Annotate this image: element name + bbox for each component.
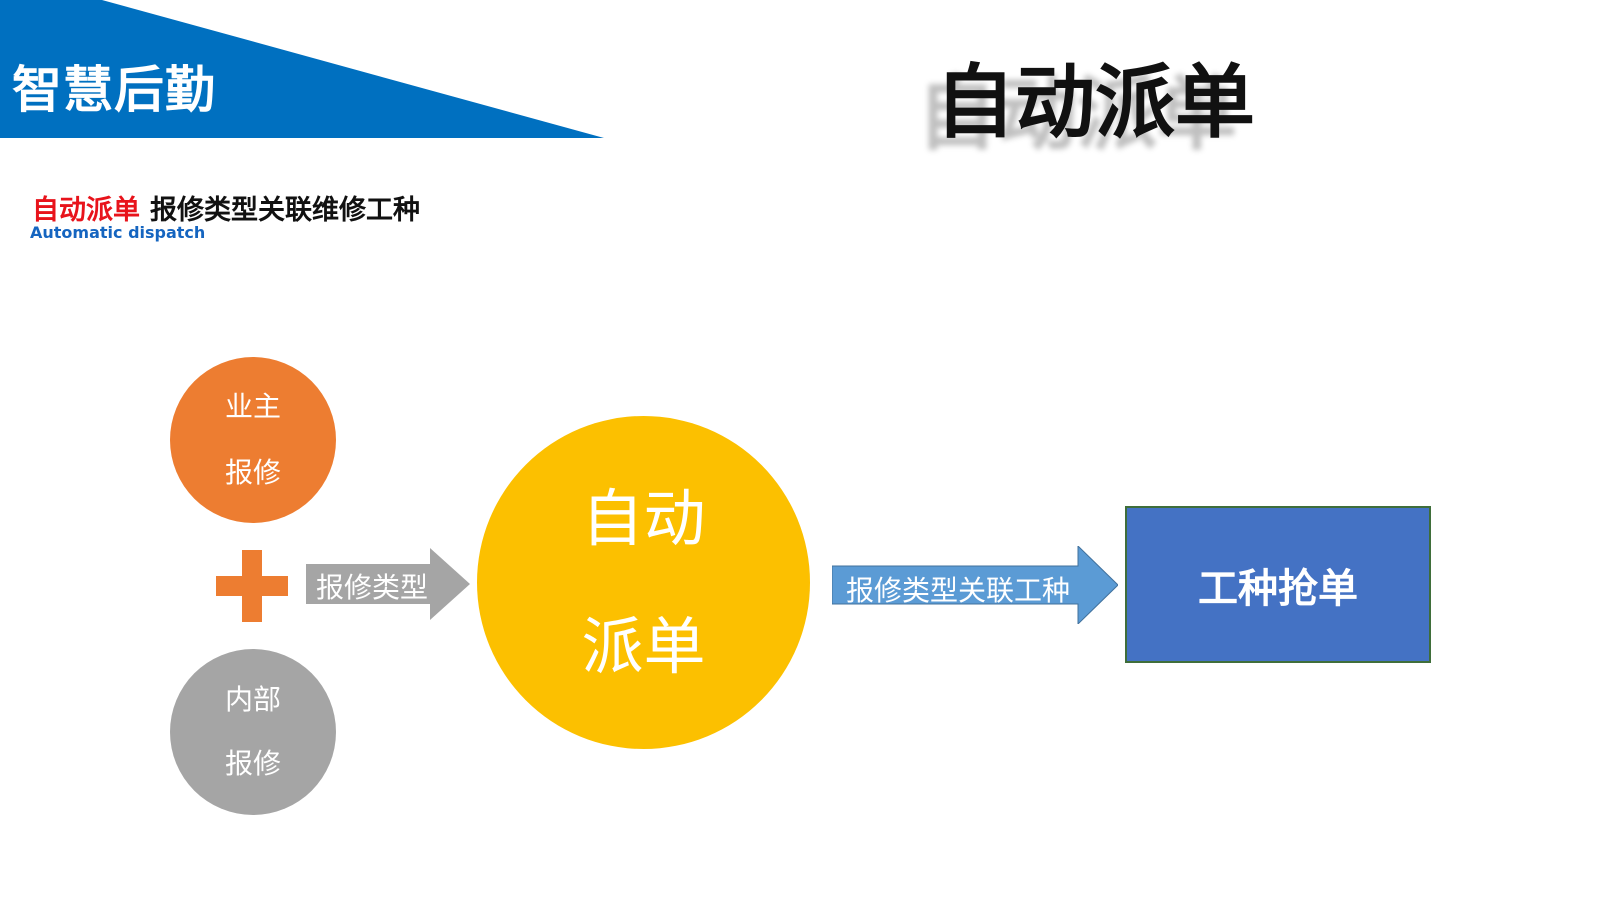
section-subtitle: 自动派单报修类型关联维修工种 bbox=[32, 188, 420, 227]
owner-repair-line1: 业主 bbox=[224, 390, 281, 423]
linked-trade-arrow-label: 报修类型关联工种 bbox=[846, 574, 1071, 607]
internal-repair-line2: 报修 bbox=[224, 747, 281, 780]
repair-type-arrow bbox=[306, 548, 470, 620]
trade-grab-order-box: 工种抢单 bbox=[1125, 506, 1431, 663]
page-title: 自动派单 bbox=[935, 56, 1255, 149]
brand-title: 智慧后勤 bbox=[12, 61, 216, 119]
plus-icon bbox=[216, 550, 288, 622]
header-banner bbox=[0, 0, 604, 138]
owner-repair-circle: 业主 报修 bbox=[170, 357, 336, 523]
subtitle-text: 报修类型关联维修工种 bbox=[150, 195, 420, 226]
subtitle-highlight: 自动派单 bbox=[32, 195, 140, 226]
auto-dispatch-line2: 派单 bbox=[581, 609, 706, 683]
linked-trade-arrow bbox=[832, 546, 1118, 624]
auto-dispatch-circle: 自动 派单 bbox=[477, 416, 810, 749]
auto-dispatch-line1: 自动 bbox=[581, 481, 706, 555]
owner-repair-line2: 报修 bbox=[224, 456, 281, 489]
repair-type-arrow-label: 报修类型 bbox=[316, 571, 429, 604]
internal-repair-line1: 内部 bbox=[224, 683, 281, 716]
internal-repair-circle: 内部 报修 bbox=[170, 649, 336, 815]
subtitle-english: Automatic dispatch bbox=[30, 223, 206, 242]
